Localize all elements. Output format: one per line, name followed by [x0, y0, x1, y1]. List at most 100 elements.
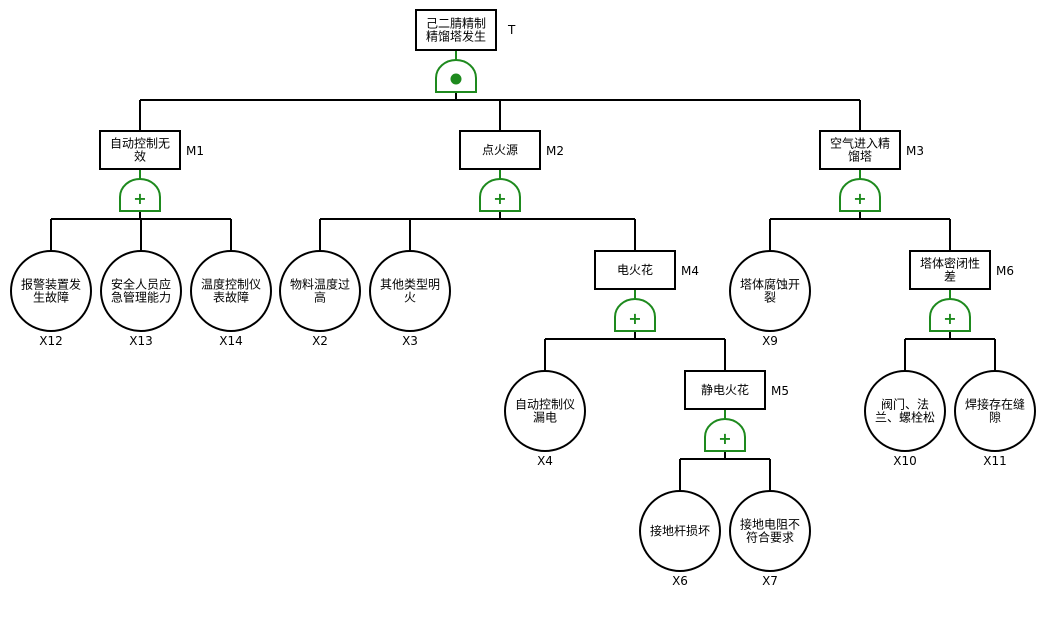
event-box: [415, 9, 497, 51]
intermediate-event-m5: 静电火花 M5: [684, 370, 789, 410]
event-box: [99, 130, 181, 170]
event-label: 自动控制无: [110, 137, 170, 151]
event-id-label: M5: [771, 384, 789, 398]
event-label: 焊接存在缝: [965, 397, 1025, 412]
or-gate-icon: +: [133, 189, 146, 208]
event-box: [684, 370, 766, 410]
basic-event-circle: [864, 370, 946, 452]
or-gate-m2: +: [479, 178, 521, 212]
event-label: 电火花: [617, 262, 653, 277]
or-gate-icon: +: [628, 309, 641, 328]
event-label: 高: [314, 290, 326, 305]
event-label: 报警装置发: [21, 277, 81, 292]
event-label: 精馏塔发生: [426, 29, 486, 44]
and-gate-icon: [450, 73, 462, 85]
event-label: 效: [134, 149, 146, 164]
event-label: 空气进入精: [830, 136, 890, 151]
or-gate-icon: +: [943, 309, 956, 328]
event-label: 温度控制仪: [201, 277, 261, 292]
event-id-label: X7: [762, 574, 778, 588]
basic-event-circle: [729, 490, 811, 572]
basic-event-circle: [279, 250, 361, 332]
or-gate-m5: +: [704, 418, 746, 452]
event-label: 表故障: [213, 290, 249, 305]
event-id-label: X11: [983, 454, 1007, 468]
event-box: [459, 130, 541, 170]
event-id-label: X4: [537, 454, 553, 468]
event-id-label: X6: [672, 574, 688, 588]
connector-lines: [50, 50, 996, 491]
basic-event-circle: [369, 250, 451, 332]
event-label: 急管理能力: [111, 290, 171, 305]
event-id-label: X14: [219, 334, 243, 348]
event-id-label: M3: [906, 144, 924, 158]
basic-event-circle: [954, 370, 1036, 452]
event-label: 接地杆损坏: [650, 523, 710, 538]
event-label: 安全人员应: [111, 277, 171, 292]
or-gate-m3: +: [839, 178, 881, 212]
event-label: 塔体密闭性: [920, 256, 980, 271]
basic-event-x6: 接地杆损坏 X6: [639, 490, 721, 588]
event-label: 点火源: [482, 143, 518, 157]
event-label: 隙: [989, 411, 1001, 425]
event-label: 生故障: [33, 290, 69, 305]
event-label: 己二腈精制: [426, 17, 486, 31]
event-label: 静电火花: [701, 382, 749, 397]
event-id-label: X2: [312, 334, 328, 348]
event-label: 阀门、法: [881, 397, 929, 412]
intermediate-event-m4: 电火花 M4: [594, 250, 699, 290]
event-label: 裂: [764, 291, 776, 305]
event-id-label: M4: [681, 264, 699, 278]
event-label: 漏电: [533, 411, 557, 425]
basic-event-circle: [10, 250, 92, 332]
event-id-label: M1: [186, 144, 204, 158]
basic-event-x10: 阀门、法兰、螺栓松 X10: [864, 370, 946, 468]
event-id-label: X10: [893, 454, 917, 468]
event-label: 差: [944, 270, 956, 284]
event-label: 接地电阻不: [740, 517, 800, 532]
basic-event-circle: [639, 490, 721, 572]
event-id-label: X9: [762, 334, 778, 348]
event-label: 自动控制仪: [515, 398, 575, 412]
or-gate-m4: +: [614, 298, 656, 332]
basic-event-circle: [190, 250, 272, 332]
basic-event-circle: [729, 250, 811, 332]
or-gate-m1: +: [119, 178, 161, 212]
event-box: [594, 250, 676, 290]
or-gate-m6: +: [929, 298, 971, 332]
event-id-label: X12: [39, 334, 63, 348]
and-gate-t: [435, 59, 477, 93]
basic-event-circle: [504, 370, 586, 452]
event-box: [819, 130, 901, 170]
event-id-label: M6: [996, 264, 1014, 278]
intermediate-event-m2: 点火源 M2: [459, 130, 564, 170]
event-id-label: X13: [129, 334, 153, 348]
or-gate-icon: +: [853, 189, 866, 208]
event-label: 塔体腐蚀开: [740, 277, 800, 292]
event-label: 火: [404, 291, 416, 305]
event-label: 物料温度过: [290, 277, 350, 292]
event-label: 兰、螺栓松: [875, 410, 935, 425]
event-id-label: T: [507, 23, 516, 37]
event-box: [909, 250, 991, 290]
event-label: 符合要求: [746, 530, 794, 545]
event-label: 其他类型明: [380, 278, 440, 292]
event-id-label: M2: [546, 144, 564, 158]
basic-event-circle: [100, 250, 182, 332]
or-gate-icon: +: [493, 189, 506, 208]
